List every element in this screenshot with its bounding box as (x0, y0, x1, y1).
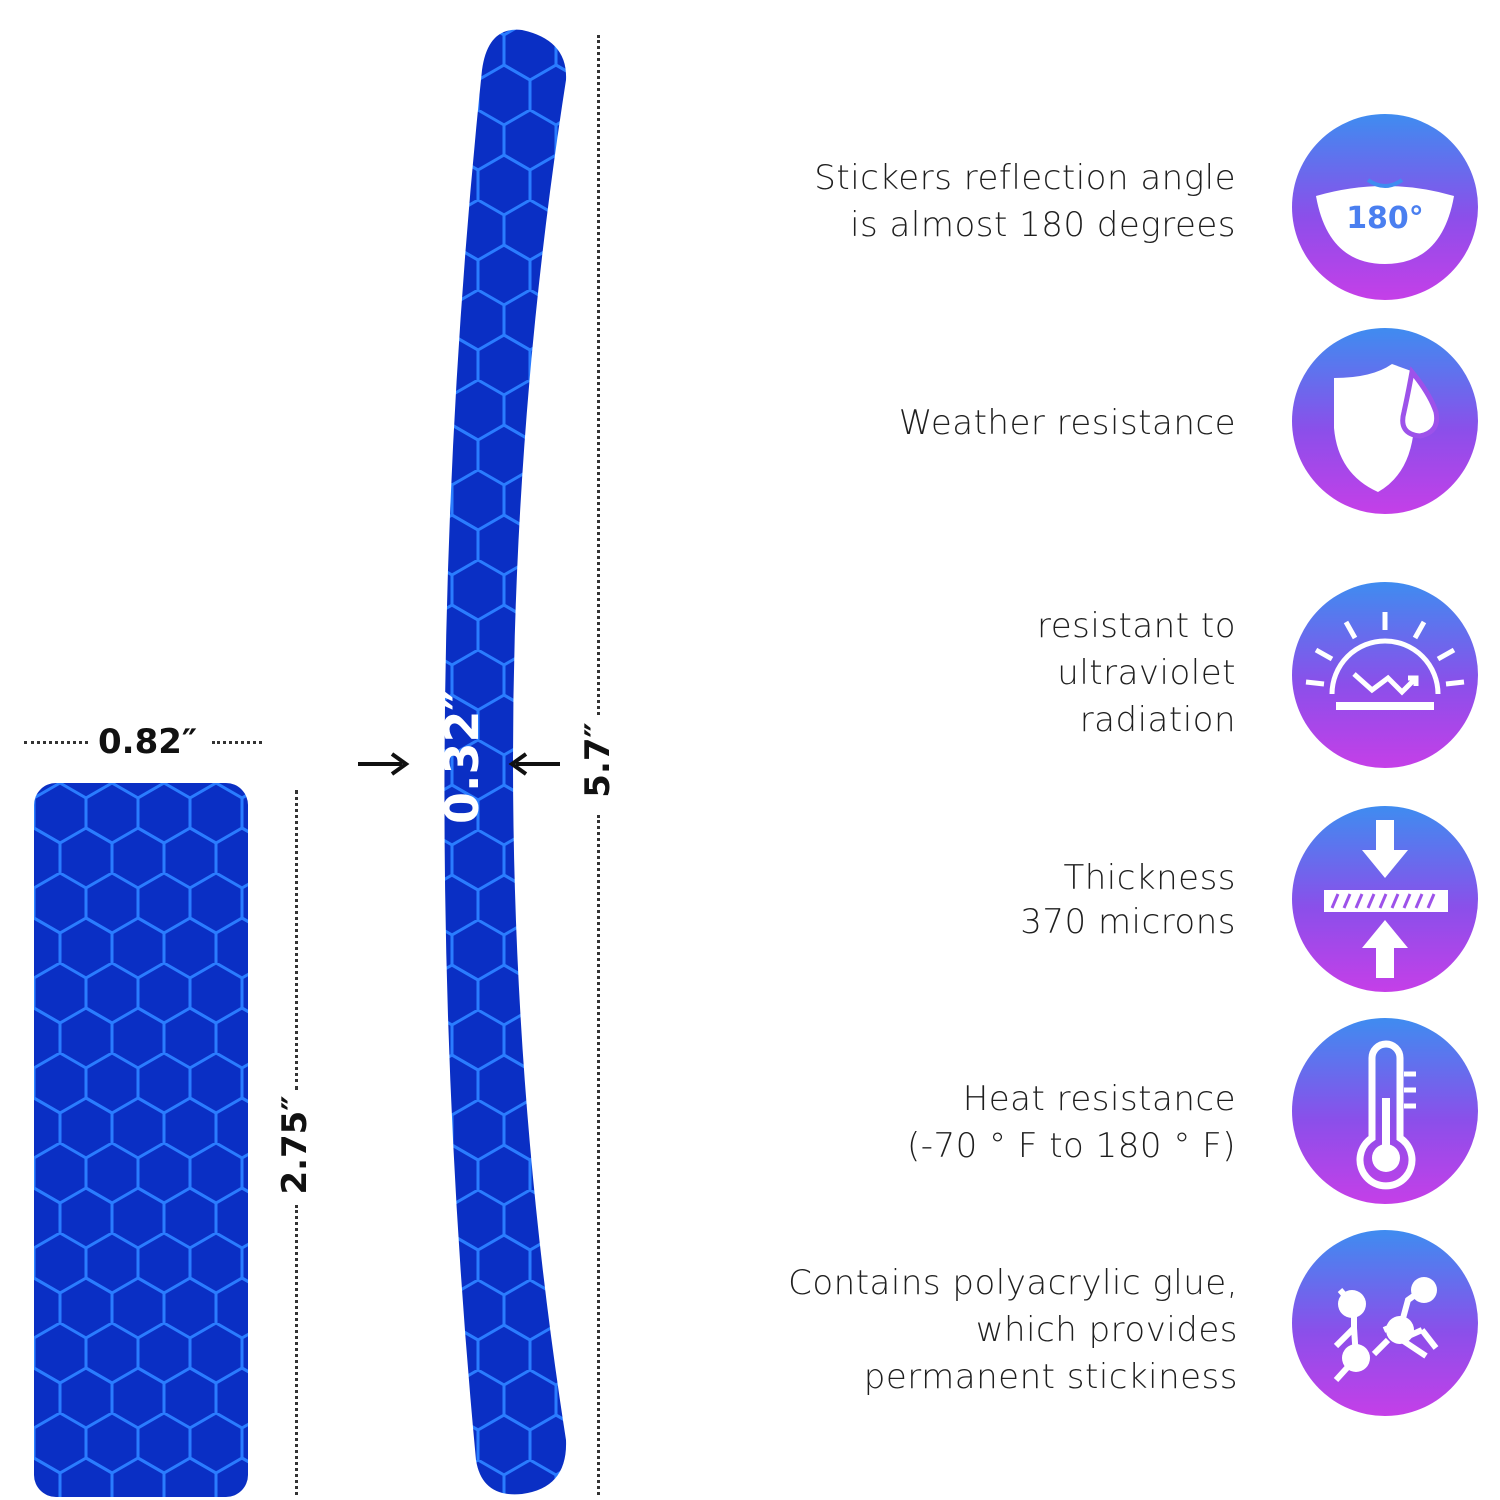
reflection-angle-icon: 180° (1292, 114, 1478, 300)
feature-line: radiation (1079, 700, 1236, 740)
length-dotted-line-top (597, 35, 600, 715)
molecule-icon (1292, 1230, 1478, 1416)
feature-text-thickness: Thickness 370 microns (1020, 856, 1236, 944)
feature-text-uv: resistant to ultraviolet radiation (1037, 603, 1236, 744)
feature-line: (-70 ° F to 180 ° F) (906, 1126, 1236, 1166)
feature-line: Contains polyacrylic glue, (788, 1263, 1238, 1303)
strip-width-label: 0.32″ (435, 689, 489, 825)
feature-line: which provides (975, 1310, 1238, 1350)
feature-line: permanent stickiness (863, 1357, 1238, 1397)
rectangle-sticker (34, 783, 248, 1497)
feature-text-glue: Contains polyacrylic glue, which provide… (788, 1260, 1238, 1401)
height-label: 2.75″ (275, 1095, 315, 1195)
length-dotted-line-bottom (597, 815, 600, 1495)
feature-text-reflection: Stickers reflection angle is almost 180 … (814, 155, 1236, 249)
arrow-left-icon (508, 752, 560, 776)
feature-line: ultraviolet (1057, 653, 1236, 693)
feature-line: is almost 180 degrees (850, 205, 1236, 245)
arrow-right-icon (358, 752, 410, 776)
width-dotted-line-left (24, 741, 88, 744)
thermometer-icon (1292, 1018, 1478, 1204)
height-dotted-line-top (295, 790, 298, 1090)
feature-line: Stickers reflection angle (814, 158, 1236, 198)
curved-strip-sticker (444, 29, 567, 1495)
icon-text-180: 180° (1346, 201, 1424, 236)
feature-line: 370 microns (1020, 902, 1236, 942)
height-dotted-line-bottom (295, 1205, 298, 1495)
shield-drop-icon (1292, 328, 1478, 514)
uv-sun-icon (1292, 582, 1478, 768)
width-dotted-line-right (212, 741, 262, 744)
strip-length-label: 5.7″ (578, 722, 618, 798)
feature-line: Weather resistance (898, 403, 1236, 443)
thickness-arrows-icon (1292, 806, 1478, 992)
feature-line: Heat resistance (962, 1079, 1236, 1119)
feature-line: resistant to (1036, 606, 1236, 646)
feature-text-weather: Weather resistance (899, 400, 1236, 447)
feature-text-heat: Heat resistance (-70 ° F to 180 ° F) (907, 1076, 1236, 1170)
width-label: 0.82″ (98, 722, 198, 762)
feature-line: Thickness (1063, 858, 1236, 898)
